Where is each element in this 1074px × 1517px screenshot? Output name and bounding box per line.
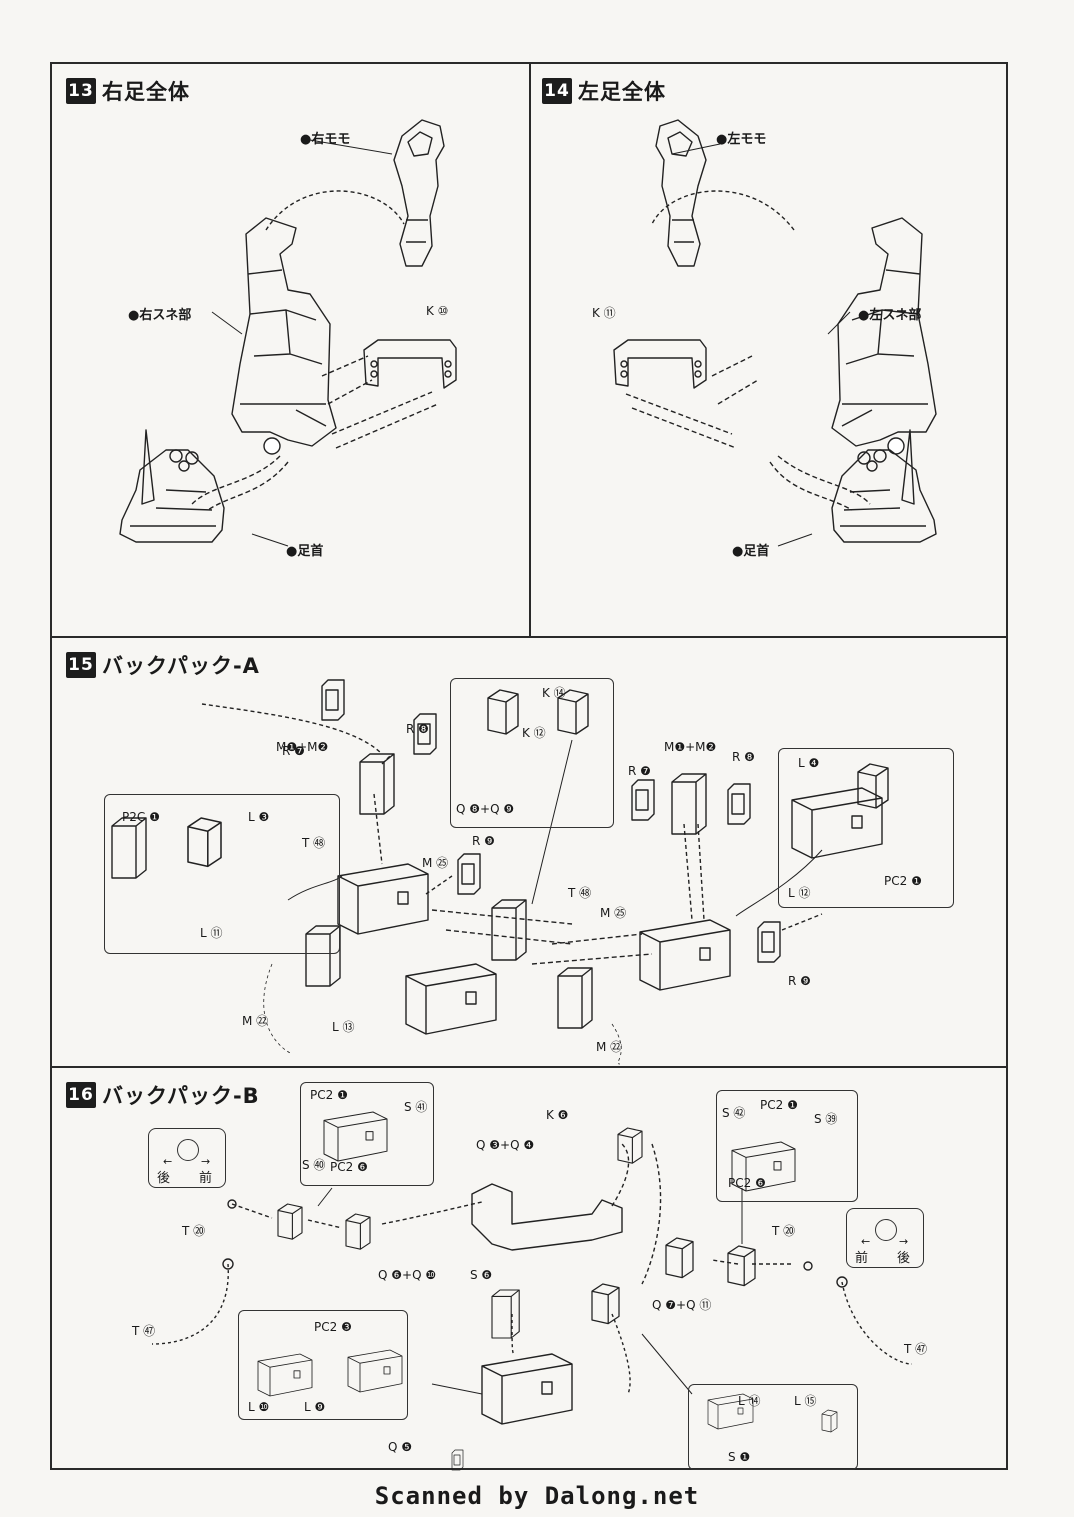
label-pc2j: PC2 ❶ [884,874,922,888]
label-k10: K ⑩ [426,304,449,318]
instruction-sheet: 13 右足全体 14 左足全体 15 バックパック-A 16 バックパック-B [50,62,1008,1471]
label-left-shin: ●左スネ部 [858,308,922,323]
label-q8q9: Q ❽+Q ❾ [456,802,515,816]
direction-indicator-right: ← → 前 後 [846,1208,924,1268]
step-16-title: バックパック-B [102,1084,260,1108]
label-t47-a: T ㊼ [132,1324,156,1338]
label-r7-a: R ❼ [282,744,305,758]
step-16-number: 16 [66,1082,96,1108]
inset-bottom-right [688,1384,858,1470]
inset-top-left [300,1082,434,1186]
label-m25-a: M ㉕ [422,856,449,870]
label-q7q11: Q ❼+Q ⑪ [652,1298,712,1312]
label-l14: L ⑭ [738,1394,761,1408]
label-q3q4: Q ❸+Q ❹ [476,1138,535,1152]
direction-label-front: 前 [199,1171,213,1186]
label-pc2f-a: PC2 ❻ [330,1160,368,1174]
label-t47-b: T ㊼ [904,1342,928,1356]
direction-label-back: 後 [157,1171,171,1186]
direction-label-front: 前 [855,1251,869,1266]
label-t48-a: T ㊽ [302,836,326,850]
panel-divider-vertical [529,64,531,636]
label-l13: L ⑬ [332,1020,355,1034]
inset-left-panel [104,794,340,954]
step-14-header: 14 左足全体 [542,76,666,106]
label-left-ankle: ●足首 [732,544,770,559]
label-s1: S ❶ [728,1450,751,1464]
assembly-drawings [111,119,937,1471]
direction-circle [177,1139,199,1161]
label-r7-b: R ❼ [628,764,651,778]
step-14-title: 左足全体 [578,80,666,104]
label-l9: L ❾ [304,1400,326,1414]
label-k12: K ⑫ [522,726,546,740]
panel-divider-1 [52,636,1006,638]
label-s6: S ❻ [470,1268,493,1282]
label-l12: L ⑫ [788,886,811,900]
label-pc2b: PC2 ❸ [314,1320,352,1334]
label-p2c: P2C ❶ [122,810,160,824]
inset-right-panel [778,748,954,908]
label-k14: K ⑭ [542,686,566,700]
direction-label-back: 後 [897,1251,911,1266]
scan-credit: Scanned by Dalong.net [374,1482,700,1510]
step-15-number: 15 [66,652,96,678]
label-m1m2-a: M❶+M❷ [276,740,329,754]
label-pc2l-b: PC2 ❶ [760,1098,798,1112]
label-right-ankle: ●足首 [286,544,324,559]
label-r9-a: R ❾ [472,834,495,848]
label-t20-a: T ⑳ [182,1224,206,1238]
step-16-header: 16 バックパック-B [66,1080,260,1110]
panel-divider-2 [52,1066,1006,1068]
step-13-number: 13 [66,78,96,104]
label-s40: S ㊵ [302,1158,326,1172]
label-l15: L ⑮ [794,1394,817,1408]
direction-indicator-left: ← → 後 前 [148,1128,226,1188]
label-t48-b: T ㊽ [568,886,592,900]
label-pc2l-a: PC2 ❶ [310,1088,348,1102]
label-k11: K ⑪ [592,306,616,320]
step-13-title: 右足全体 [102,80,190,104]
label-s39: S ㊴ [814,1112,838,1126]
label-t20-b: T ⑳ [772,1224,796,1238]
label-l4: L ❹ [798,756,820,770]
inset-bottom-left [238,1310,408,1420]
label-r9-b: R ❾ [788,974,811,988]
label-q6q10: Q ❻+Q ❿ [378,1268,437,1282]
step-15-header: 15 バックパック-A [66,650,260,680]
label-k6: K ❻ [546,1108,569,1122]
direction-circle [875,1219,897,1241]
label-m1m2-b: M❶+M❷ [664,740,717,754]
label-m22-a: M ㉒ [242,1014,269,1028]
label-m25-b: M ㉕ [600,906,627,920]
label-r8-b: R ❽ [732,750,755,764]
step-15-title: バックパック-A [102,654,260,678]
step-13-header: 13 右足全体 [66,76,190,106]
label-q5: Q ❺ [388,1440,413,1454]
label-l11: L ⑪ [200,926,223,940]
step-14-number: 14 [542,78,572,104]
label-pc2f-b: PC2 ❻ [728,1176,766,1190]
label-right-thigh: ●右モモ [300,132,351,147]
label-m22-b: M ㉒ [596,1040,623,1054]
label-l10: L ❿ [248,1400,270,1414]
label-r8-a: R ❽ [406,722,429,736]
label-s42: S ㊷ [722,1106,746,1120]
label-right-shin: ●右スネ部 [128,308,192,323]
inset-top-right [716,1090,858,1202]
label-s41: S ㊶ [404,1100,428,1114]
label-l3: L ❸ [248,810,270,824]
inset-center-panel [450,678,614,828]
label-left-thigh: ●左モモ [716,132,767,147]
